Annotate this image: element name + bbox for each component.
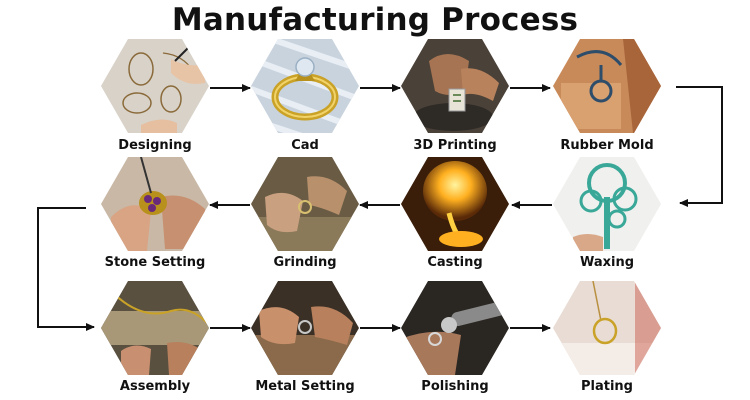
- step-label-stone-setting: Stone Setting: [104, 255, 206, 270]
- step-label-grinding: Grinding: [273, 255, 337, 270]
- arrow-rubber-mold-to-waxing: [676, 86, 723, 207]
- step-label-metal-setting: Metal Setting: [255, 379, 355, 394]
- plating-photo: [553, 281, 661, 375]
- rubber-mold-photo: [553, 39, 661, 133]
- waxing-photo: [553, 157, 661, 251]
- polishing-photo: [401, 281, 509, 375]
- step-label-casting: Casting: [427, 255, 483, 270]
- casting-photo: [401, 157, 509, 251]
- designing-photo: [101, 39, 209, 133]
- assembly-photo: [101, 281, 209, 375]
- step-label-plating: Plating: [581, 379, 633, 394]
- step-label-3d-printing: 3D Printing: [413, 138, 497, 153]
- step-label-designing: Designing: [118, 138, 192, 153]
- 3d-printing-photo: [401, 39, 509, 133]
- step-label-assembly: Assembly: [119, 379, 191, 394]
- step-label-polishing: Polishing: [421, 379, 489, 394]
- step-label-cad: Cad: [291, 138, 319, 153]
- metal-setting-photo: [251, 281, 359, 375]
- stone-setting-photo: [101, 157, 209, 251]
- step-label-waxing: Waxing: [579, 255, 635, 270]
- grinding-photo: [251, 157, 359, 251]
- cad-photo: [251, 39, 359, 133]
- page-title: Manufacturing Process: [171, 2, 579, 38]
- step-label-rubber-mold: Rubber Mold: [560, 138, 654, 153]
